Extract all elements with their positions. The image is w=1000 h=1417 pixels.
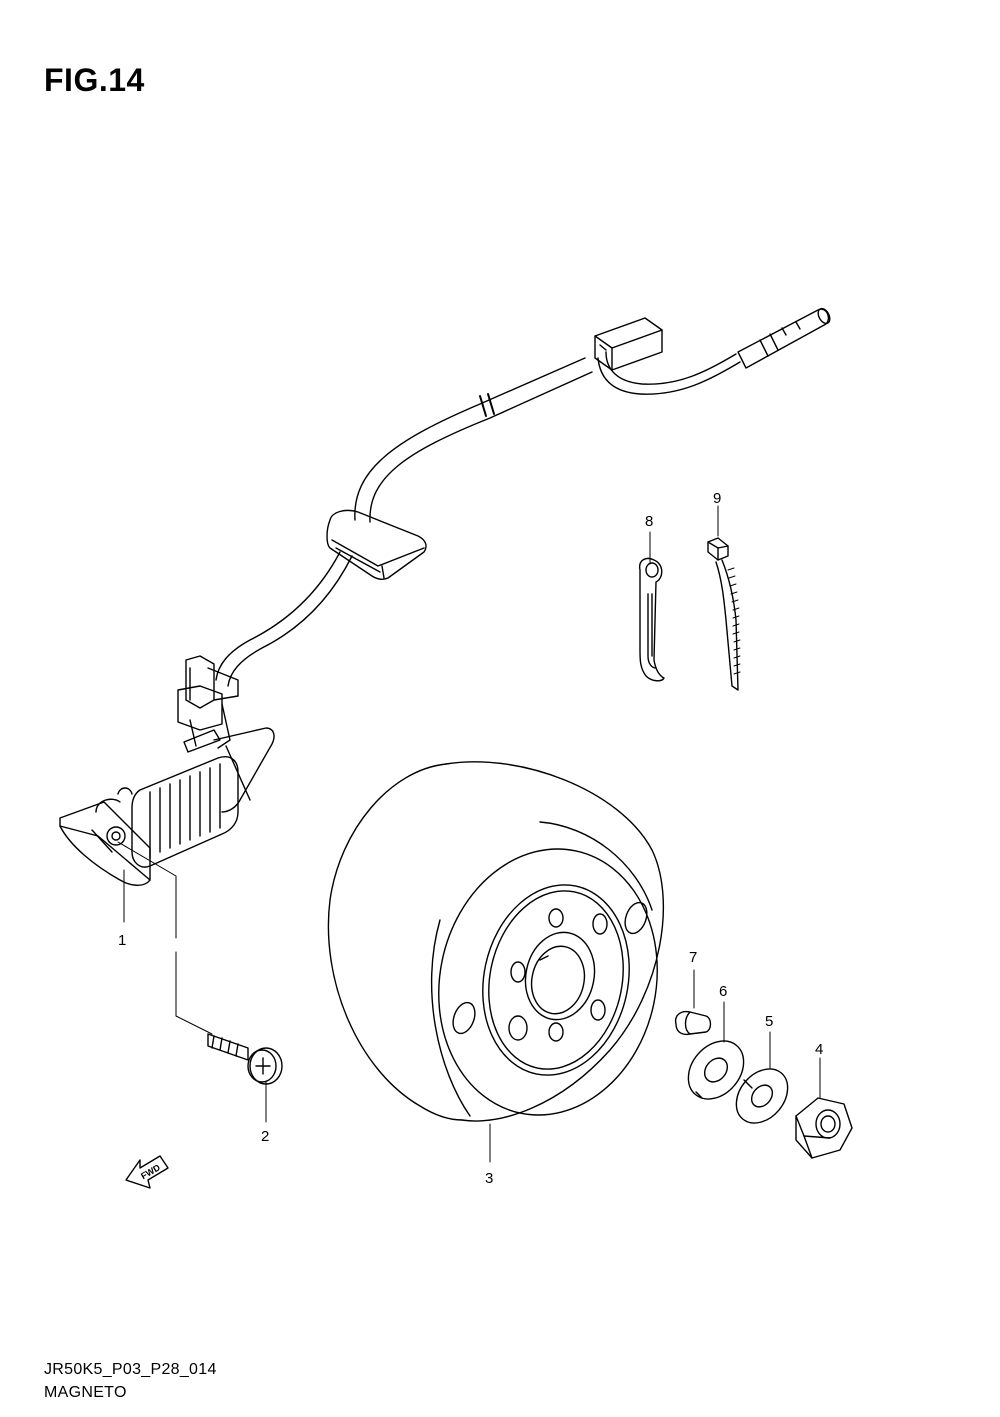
diagram-code: JR50K5_P03_P28_014	[44, 1361, 217, 1378]
woodruff-key	[674, 1010, 712, 1036]
screw	[207, 1033, 283, 1085]
callout-7: 7	[689, 949, 697, 966]
callout-8: 8	[645, 513, 653, 530]
callout-4: 4	[815, 1041, 823, 1058]
spring-washer	[735, 1068, 789, 1124]
wire-clamp	[639, 557, 665, 682]
hex-nut	[795, 1097, 853, 1159]
rotor-flywheel	[327, 761, 665, 1122]
callout-leaders-left	[117, 841, 267, 1123]
callout-6: 6	[719, 983, 727, 1000]
washer	[687, 1040, 745, 1100]
callout-2: 2	[261, 1128, 269, 1145]
callout-9: 9	[713, 490, 721, 507]
cable-tie	[707, 537, 741, 691]
pulser-coil	[59, 655, 275, 886]
wire-grommet	[326, 509, 427, 581]
callout-1: 1	[118, 932, 126, 949]
diagram-name: MAGNETO	[44, 1384, 127, 1401]
callout-3: 3	[485, 1170, 493, 1187]
figure-title: FIG.14	[44, 62, 145, 98]
forward-arrow-icon: FWD	[125, 1155, 169, 1189]
wire-connector-block	[594, 317, 663, 371]
bullet-terminal	[737, 307, 831, 369]
wire-harness	[215, 351, 741, 687]
callout-5: 5	[765, 1013, 773, 1030]
